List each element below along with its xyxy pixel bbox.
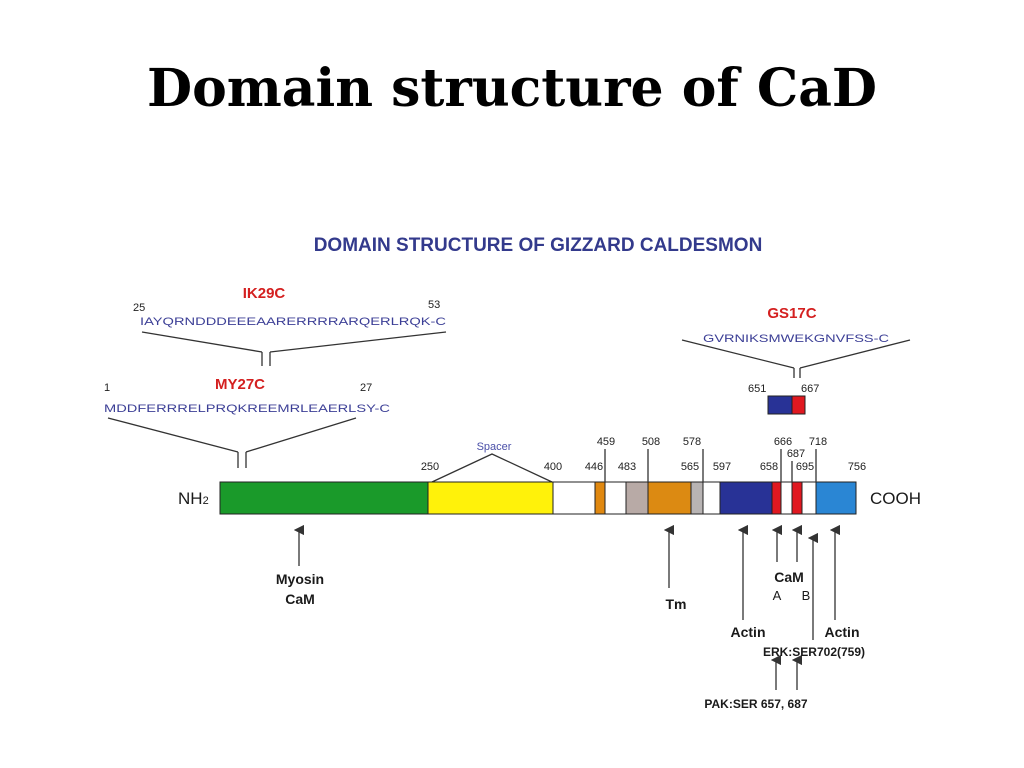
segment-687-695	[791, 481, 803, 515]
gs17c-box	[767, 395, 806, 415]
segment-1-250	[219, 481, 429, 515]
peptide-gs17c-name: GS17C	[767, 305, 816, 322]
segment-400-446	[552, 481, 596, 515]
segment-250-400	[427, 481, 554, 515]
peptide-ik29c-start: 25	[133, 302, 145, 314]
segment-658-666	[771, 481, 782, 515]
segment-597-658	[719, 481, 773, 515]
peptide-my27c-start: 1	[104, 382, 110, 394]
label-erk: ERK:SER702(759)	[763, 645, 865, 659]
pos-400: 400	[544, 461, 562, 473]
pos-756: 756	[848, 461, 866, 473]
segment-565-578	[690, 481, 704, 515]
peptide-my27c-name: MY27C	[215, 376, 265, 393]
n-terminus-label: NH2	[178, 489, 209, 508]
segment-578-597	[702, 481, 721, 515]
peptide-gs17c-sequence: GVRNIKSMWEKGNVFSS-C	[703, 333, 889, 345]
label-cam-a: A	[773, 588, 782, 603]
pos-597: 597	[713, 461, 731, 473]
pos-578: 578	[683, 436, 701, 448]
pos-508: 508	[642, 436, 660, 448]
figure-heading: DOMAIN STRUCTURE OF GIZZARD CALDESMON	[314, 235, 763, 256]
peptide-my27c-end: 27	[360, 382, 372, 394]
peptide-my27c-bracket	[107, 417, 357, 468]
label-myosin: Myosin	[276, 571, 324, 587]
spacer-label: Spacer	[477, 441, 512, 453]
segment-446-459	[594, 481, 606, 515]
c-terminus-label: COOH	[870, 489, 921, 508]
label-actin-2: Actin	[825, 624, 860, 640]
pos-666: 666	[774, 436, 792, 448]
peptide-ik29c-end: 53	[428, 299, 440, 311]
label-actin-1: Actin	[731, 624, 766, 640]
segment-508-565	[647, 481, 692, 515]
pos-483: 483	[618, 461, 636, 473]
position-labels: 250 400 446 459 483 508 565 578 597 658 …	[421, 436, 866, 473]
position-ticks	[604, 449, 817, 482]
pos-718: 718	[809, 436, 827, 448]
peptide-my27c-sequence: MDDFERRRELPRQKREEMRLEAERLSY-C	[104, 403, 390, 415]
label-pak: PAK:SER 657, 687	[704, 697, 807, 711]
label-tm: Tm	[666, 596, 687, 612]
domain-bar	[219, 481, 857, 515]
segment-666-687	[780, 481, 793, 515]
pos-687: 687	[787, 448, 805, 460]
peptide-ik29c-sequence: IAYQRNDDDEEEAARERRRRARQERLRQK-C	[140, 316, 446, 328]
label-cam-c: CaM	[774, 569, 804, 585]
pos-250: 250	[421, 461, 439, 473]
peptide-ik29c-name: IK29C	[243, 285, 286, 302]
pos-695: 695	[796, 461, 814, 473]
pos-446: 446	[585, 461, 603, 473]
pos-565: 565	[681, 461, 699, 473]
pos-459: 459	[597, 436, 615, 448]
spacer-bracket	[431, 453, 553, 483]
binding-arrows	[293, 524, 841, 690]
segment-459-483	[604, 481, 627, 515]
pos-658: 658	[760, 461, 778, 473]
slide-title: Domain structure of CaD	[146, 58, 878, 119]
peptide-gs17c-start: 651	[748, 383, 766, 395]
peptide-gs17c-bracket	[681, 339, 911, 378]
peptide-gs17c-end: 667	[801, 383, 819, 395]
segment-718-756	[815, 481, 857, 515]
label-cam-b: B	[802, 588, 811, 603]
peptide-ik29c-bracket	[141, 331, 447, 366]
label-cam-n: CaM	[285, 591, 315, 607]
segment-695-718	[801, 481, 817, 515]
segment-483-508	[625, 481, 649, 515]
